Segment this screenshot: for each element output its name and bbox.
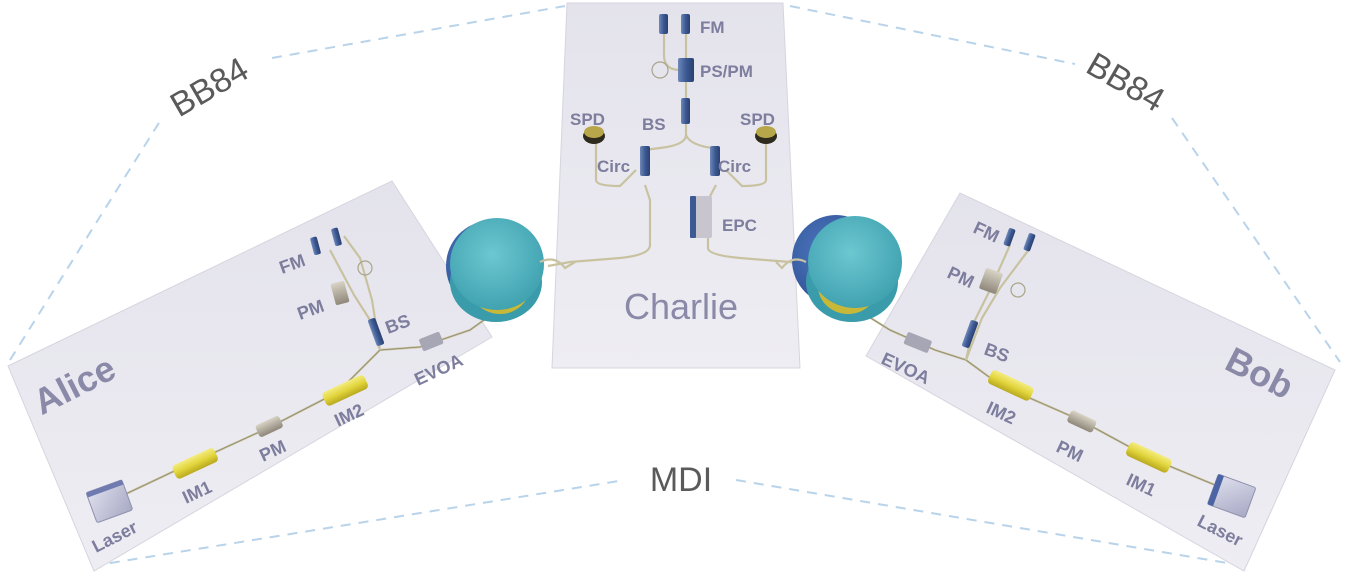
bob-fm [1003,228,1036,252]
charlie-epc [690,196,712,238]
bob-pm2 [979,268,1003,294]
charlie-spd-right-label: SPD [740,110,775,129]
charlie-pspm-label: PS/PM [700,62,753,81]
alice-im2 [322,375,368,406]
alice-panel: Alice Laser IM1 PM IM2 BS EVOA PM [7,180,513,572]
charlie-pspm [678,58,694,82]
charlie-title: Charlie [624,286,738,327]
alice-im1 [172,448,218,479]
charlie-panel: Charlie FM PS/PM BS SPD [547,2,811,369]
charlie-circ-right [710,146,720,176]
bob-laser [1207,474,1256,518]
bob-im1 [1126,442,1172,473]
bob-pm1 [1067,410,1097,433]
bob-bs [962,320,978,348]
alice-evoa [419,331,444,352]
alice-pm2 [330,281,350,305]
bob-im2 [988,370,1034,401]
alice-bs [368,318,384,346]
alice-laser [86,479,133,523]
dashed-outline [9,5,1341,567]
fiber-spool-left [446,218,544,322]
charlie-bs [681,98,690,124]
charlie-circ-right-label: Circ [718,157,751,176]
charlie-spd-left [583,126,605,144]
alice-pm1 [255,416,283,437]
charlie-bs-label: BS [642,115,666,134]
charlie-circ-left-label: Circ [597,157,630,176]
charlie-spd-right [755,126,777,144]
charlie-circ-left [640,146,650,176]
charlie-fm [659,14,690,34]
bb84-label-left: BB84 [164,50,255,125]
charlie-epc-label: EPC [722,216,757,235]
charlie-fm-label: FM [700,18,725,37]
charlie-spd-left-label: SPD [570,110,605,129]
fiber-spool-right [792,215,902,322]
bob-evoa [903,332,932,353]
alice-fm [310,227,342,256]
mdi-label: MDI [650,461,712,499]
bob-panel: Bob Laser IM1 PM IM2 EVOA BS PM [844,192,1336,572]
bb84-label-right: BB84 [1080,45,1171,120]
